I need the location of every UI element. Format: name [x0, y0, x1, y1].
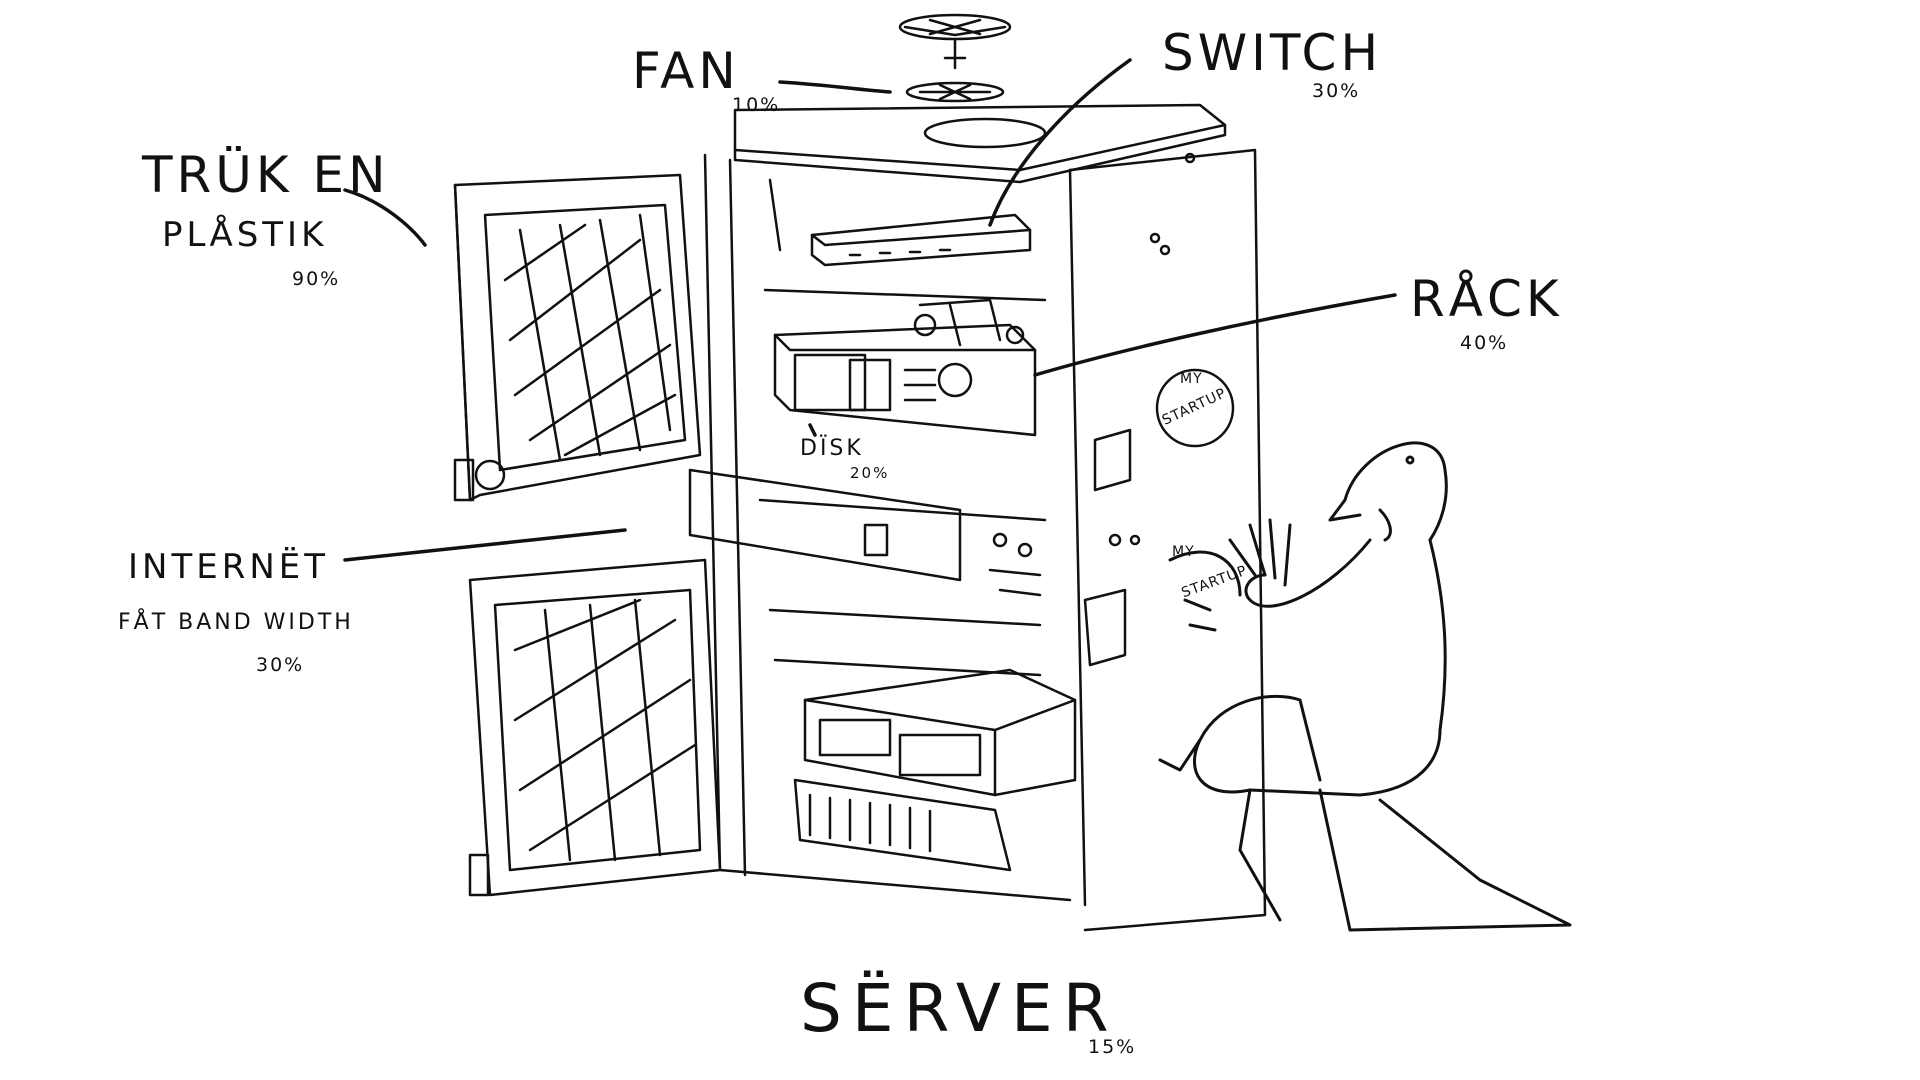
switch-percent: 30%	[1312, 80, 1361, 102]
server-title: SËRVER	[800, 970, 1119, 1047]
divider-panel	[688, 468, 1042, 597]
truck-label: TRÜK EN	[142, 146, 390, 204]
cabinet-body	[703, 148, 1267, 932]
lower-door	[468, 558, 722, 897]
rack-label: RÅCK	[1410, 270, 1563, 328]
rack-illustration	[773, 298, 1037, 437]
fan-illustration	[898, 13, 1012, 103]
internet-label: INTERNËT	[128, 547, 330, 587]
leader-lines	[343, 58, 1397, 562]
bandwidth-label: FÅT BAND WIDTH	[118, 610, 354, 635]
rack-percent: 40%	[1460, 332, 1509, 354]
truck-percent: 90%	[292, 268, 341, 290]
internet-percent: 30%	[256, 654, 305, 676]
upper-door	[453, 173, 702, 502]
cabinet-sticker-line1: MY	[1180, 371, 1203, 387]
fan-label: FAN	[632, 42, 740, 100]
server-percent: 15%	[1088, 1036, 1137, 1058]
disk-label: DÏSK	[800, 436, 864, 461]
fan-percent: 10%	[732, 94, 781, 116]
cabinet-sticker-circle	[1155, 368, 1235, 448]
disk-percent: 20%	[850, 464, 890, 482]
switch-illustration	[810, 213, 1032, 267]
server-illustration	[793, 668, 1077, 872]
plastic-label: PLÅSTIK	[162, 215, 328, 255]
hand-sticker-line1: MY	[1172, 544, 1195, 560]
cabinet-top	[733, 103, 1227, 184]
switch-label: SWITCH	[1162, 24, 1383, 82]
kneeling-character	[1158, 441, 1572, 932]
